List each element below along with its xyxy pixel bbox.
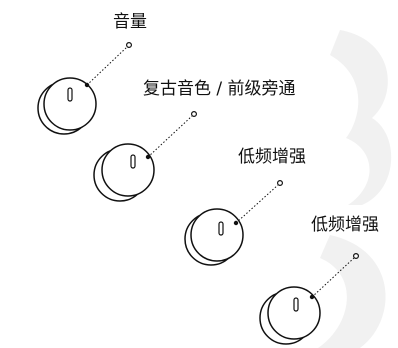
knob-indicator [293, 297, 299, 312]
leader-line [311, 257, 355, 298]
leader-line [147, 115, 193, 158]
vintage-tone-knob [93, 110, 198, 202]
bass-boost-label-2: 低频增强 [311, 215, 379, 235]
volume-knob [37, 41, 132, 135]
vintage-tone-label: 复古音色 / 前级旁通 [143, 79, 296, 99]
leader-line [235, 184, 279, 224]
knob-face [101, 143, 155, 197]
watermark-logo [318, 30, 392, 348]
leader-end [353, 253, 360, 260]
leader-end [125, 41, 132, 48]
bass-boost-label-1: 低频增强 [238, 147, 306, 167]
leader-end [191, 110, 198, 117]
knob-face [267, 286, 321, 340]
knob-indicator [218, 221, 224, 236]
leader-end [277, 180, 284, 187]
knob-face [43, 77, 97, 131]
bass-boost-knob-1 [184, 180, 284, 266]
knob-indicator [130, 154, 136, 169]
leader-line [86, 46, 128, 86]
volume-label: 音量 [113, 12, 147, 32]
knob-indicator [67, 87, 73, 102]
knob-face [190, 208, 244, 262]
bass-boost-knob-2 [259, 253, 360, 345]
